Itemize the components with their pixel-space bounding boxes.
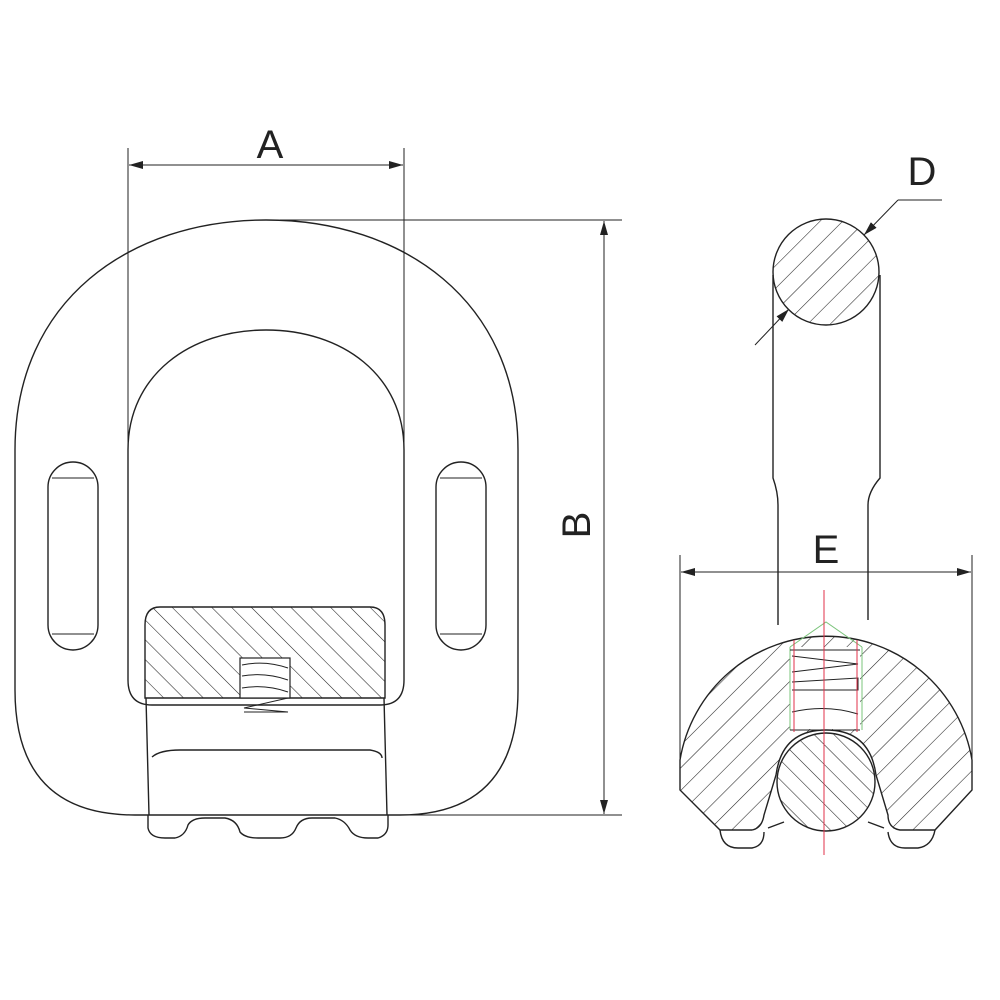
dimension-label-d: D xyxy=(908,150,937,194)
hatched-swivel-block xyxy=(144,606,386,699)
base-feet xyxy=(147,815,389,839)
side-feet xyxy=(719,821,936,849)
dimension-a: A xyxy=(127,123,405,450)
ring-cross-section xyxy=(772,218,880,326)
side-spring xyxy=(790,649,860,731)
dimension-label-a: A xyxy=(257,123,284,167)
ring-inner-opening xyxy=(127,329,405,706)
base-body xyxy=(145,697,388,816)
front-view: A B xyxy=(14,123,622,839)
dimension-d: D xyxy=(754,150,942,346)
dimension-label-e: E xyxy=(813,528,840,572)
pin-cross-section xyxy=(776,732,876,832)
hatched-base-section xyxy=(679,635,973,831)
side-view: E D xyxy=(679,150,973,855)
dimension-label-b: B xyxy=(555,512,599,539)
left-slot xyxy=(47,461,99,651)
front-spring xyxy=(241,662,289,713)
dimension-e: E xyxy=(679,528,973,760)
right-slot xyxy=(435,461,487,651)
base-ridge xyxy=(151,749,383,759)
dimension-b: B xyxy=(280,219,622,816)
ring-outer-outline xyxy=(14,219,519,816)
shank-outline xyxy=(772,275,881,625)
